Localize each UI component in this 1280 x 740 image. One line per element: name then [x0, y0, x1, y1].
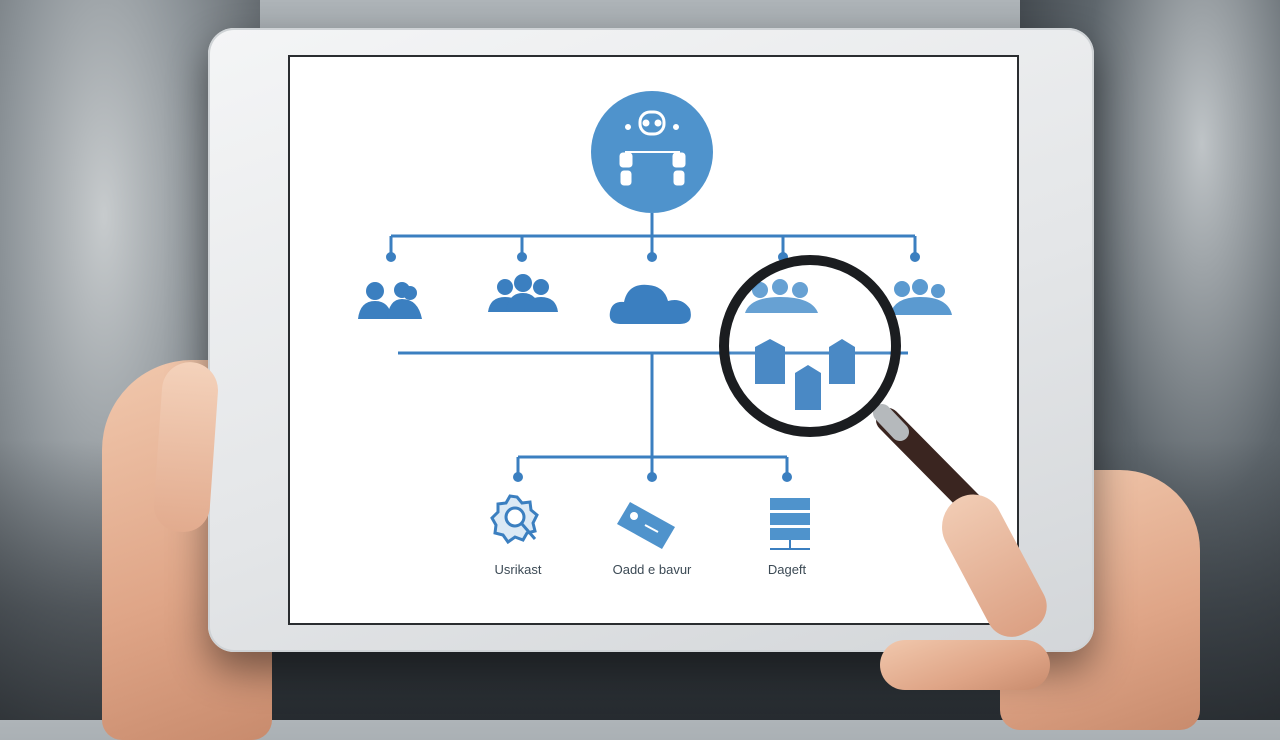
server-stack-icon	[770, 498, 810, 550]
bottom-label-1: Usrikast	[494, 562, 542, 577]
tag-icon	[617, 502, 675, 549]
cloud-icon	[609, 284, 691, 324]
magnifier-handle	[873, 404, 984, 517]
magnifier-lens	[730, 266, 890, 426]
magnifying-glass	[719, 255, 984, 517]
magnifier-badge-icon	[490, 494, 539, 545]
people-network-icon	[619, 110, 686, 186]
right-finger	[880, 640, 1050, 690]
user-cloud-icon	[890, 279, 952, 315]
magnifier-lens-rim	[719, 255, 901, 437]
connector-lines	[389, 213, 917, 475]
user-pair-icon	[358, 282, 422, 319]
user-group-icon	[488, 274, 558, 312]
bottom-label-3: Dageft	[767, 562, 807, 577]
left-thumb	[152, 360, 220, 534]
connector-dots	[386, 252, 920, 482]
bottom-label-2: Oadd e bavur	[612, 562, 692, 577]
server-group-icon	[745, 279, 818, 313]
magnified-tags	[755, 339, 855, 410]
root-node	[591, 91, 713, 213]
org-diagram	[358, 91, 952, 550]
